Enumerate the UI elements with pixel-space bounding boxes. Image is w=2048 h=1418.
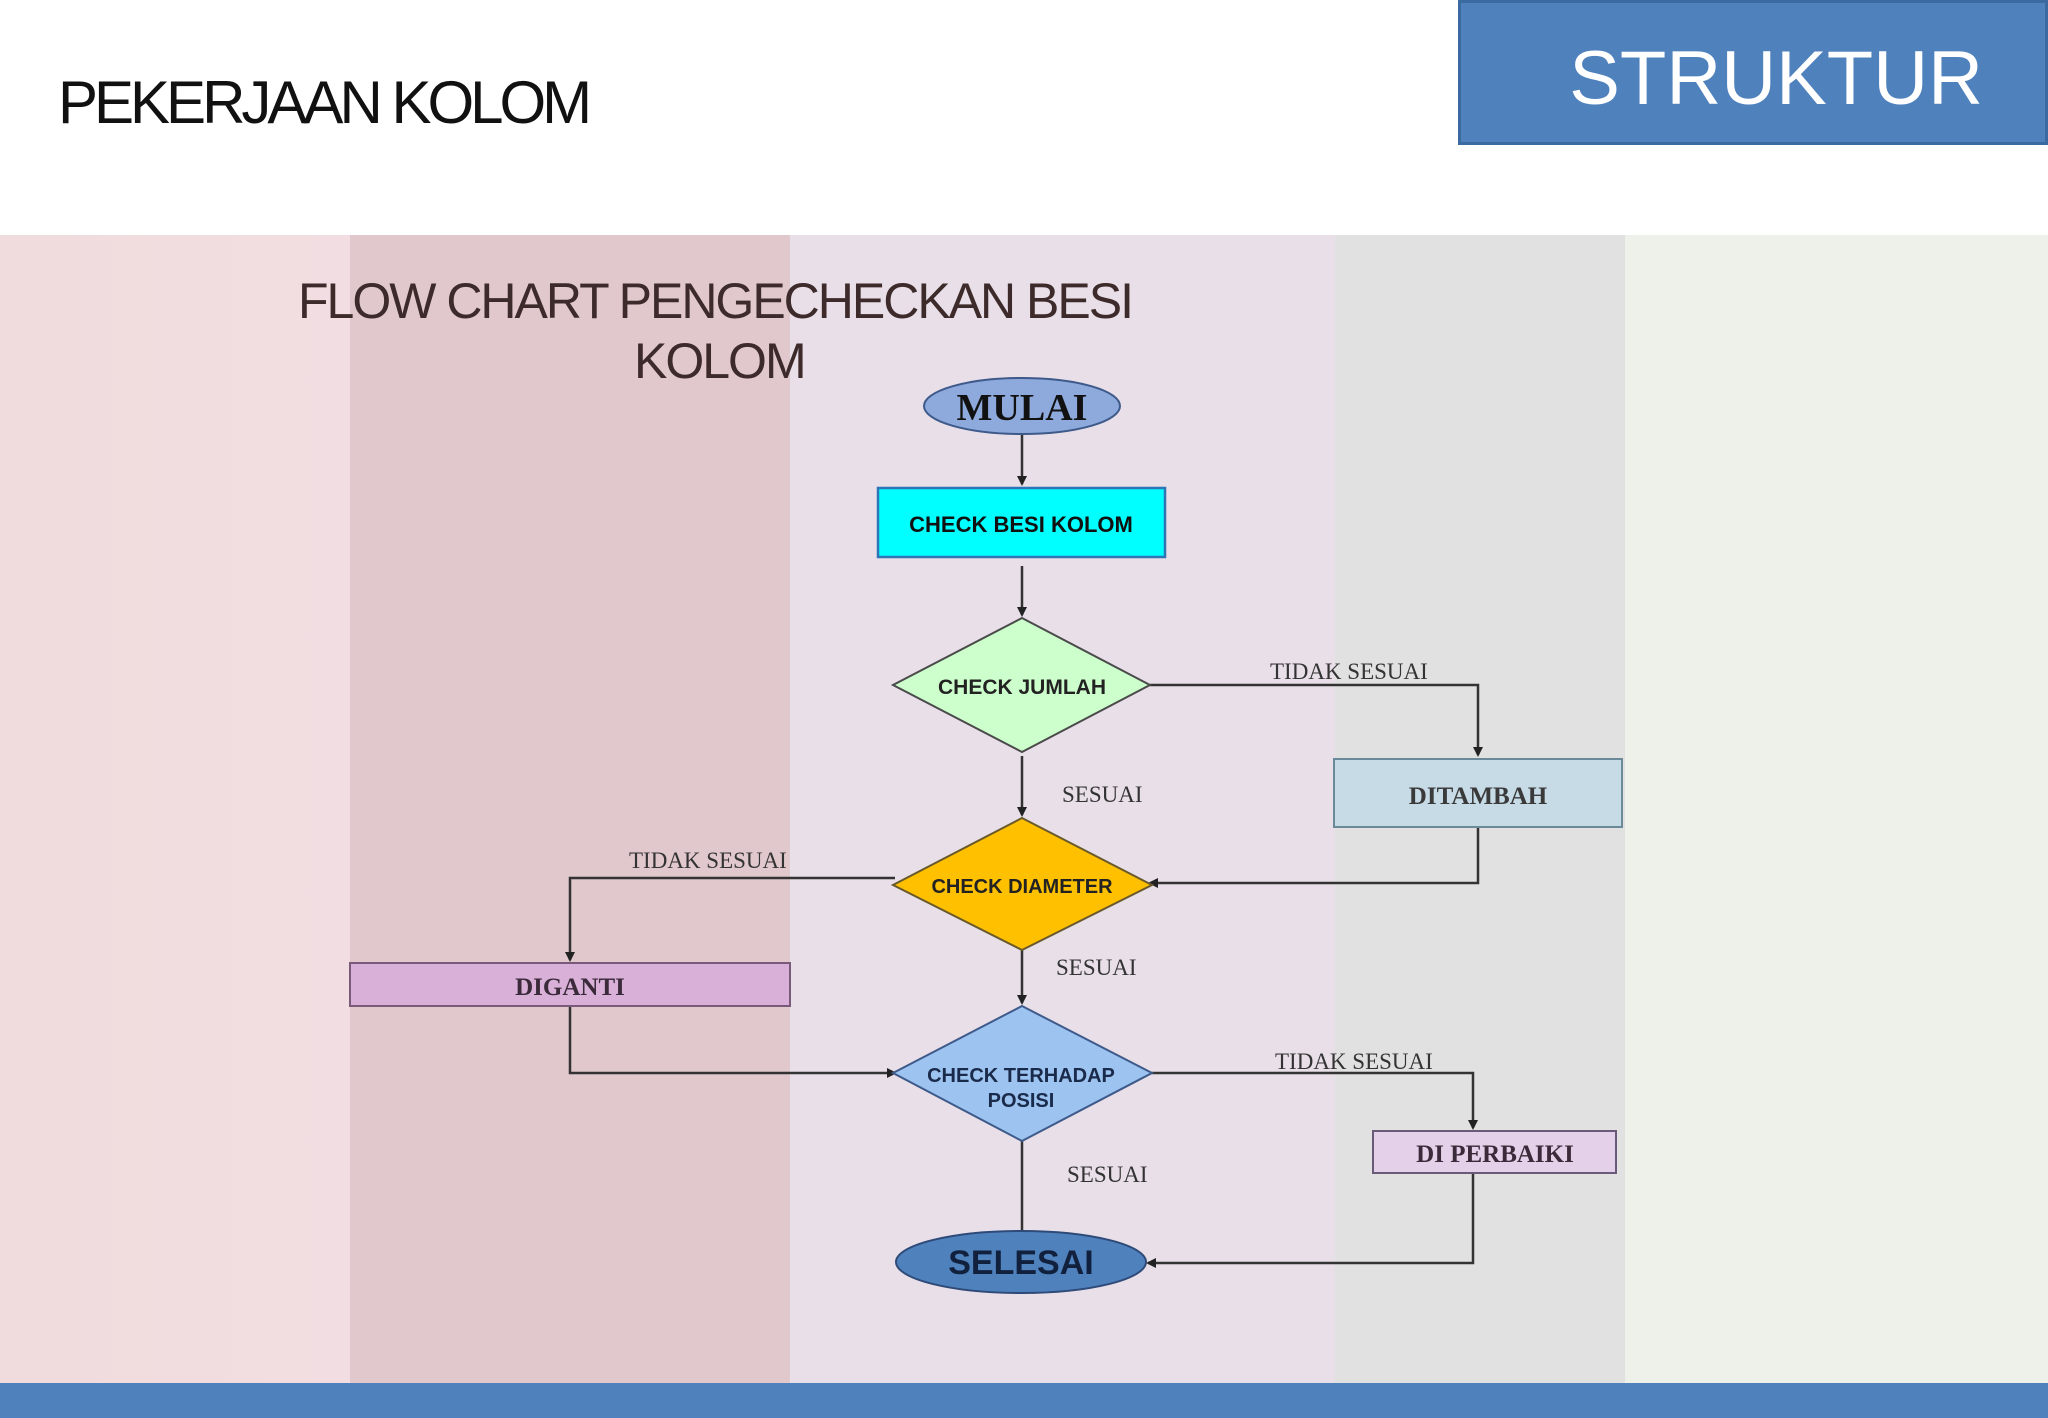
end-label: SELESAI: [948, 1244, 1093, 1282]
check-diameter-label: CHECK DIAMETER: [931, 876, 1113, 898]
diagram-title-line-1: FLOW CHART PENGECHECKAN BESI: [298, 273, 1134, 329]
section-banner: STRUKTUR: [1458, 0, 2048, 145]
connector-ditambah-back: [1148, 828, 1480, 888]
connector-posisi-no: [1150, 1071, 1478, 1130]
connector-perbaiki-to-end: [1146, 1173, 1475, 1268]
background-band-2: [350, 235, 790, 1385]
diganti-node: DIGANTI: [349, 962, 791, 1007]
background-band-5: [1625, 235, 2048, 1385]
check-besi-label: CHECK BESI KOLOM: [909, 512, 1133, 537]
footer-bar: [0, 1383, 2048, 1418]
check-diameter-node: CHECK DIAMETER: [890, 816, 1155, 952]
background-band-1: [0, 235, 350, 1385]
section-label: STRUKTUR: [1569, 36, 1983, 121]
edge-label-diameter-yes: SESUAI: [1056, 955, 1137, 980]
check-posisi-label-line-1: CHECK TERHADAP: [927, 1065, 1115, 1087]
connector-jumlah-no: [1150, 683, 1483, 757]
diagram-title-line-2: KOLOM: [634, 333, 807, 389]
edge-label-posisi-no: TIDAK SESUAI: [1275, 1049, 1433, 1074]
check-posisi-label-line-2: POSISI: [988, 1090, 1055, 1112]
edge-label-posisi-yes: SESUAI: [1067, 1162, 1148, 1187]
start-label: MULAI: [957, 387, 1088, 429]
edge-label-diameter-no: TIDAK SESUAI: [629, 848, 787, 873]
check-posisi-node: CHECK TERHADAP POSISI: [890, 1004, 1155, 1143]
start-node: MULAI: [923, 377, 1121, 435]
end-node: SELESAI: [895, 1230, 1147, 1294]
check-besi-node: CHECK BESI KOLOM: [876, 486, 1167, 559]
ditambah-node: DITAMBAH: [1333, 758, 1623, 828]
page-title: PEKERJAAN KOLOM: [58, 69, 592, 136]
edge-label-jumlah-yes: SESUAI: [1062, 782, 1143, 807]
check-jumlah-label: CHECK JUMLAH: [938, 676, 1106, 699]
diganti-label: DIGANTI: [515, 974, 625, 1001]
connector-diganti-to-posisi: [568, 1006, 897, 1078]
di-perbaiki-node: DI PERBAIKI: [1372, 1130, 1617, 1174]
connector-diameter-no: [565, 876, 895, 962]
edge-label-jumlah-no: TIDAK SESUAI: [1270, 659, 1428, 684]
ditambah-label: DITAMBAH: [1409, 783, 1548, 810]
di-perbaiki-label: DI PERBAIKI: [1416, 1141, 1574, 1168]
check-jumlah-node: CHECK JUMLAH: [890, 616, 1153, 754]
